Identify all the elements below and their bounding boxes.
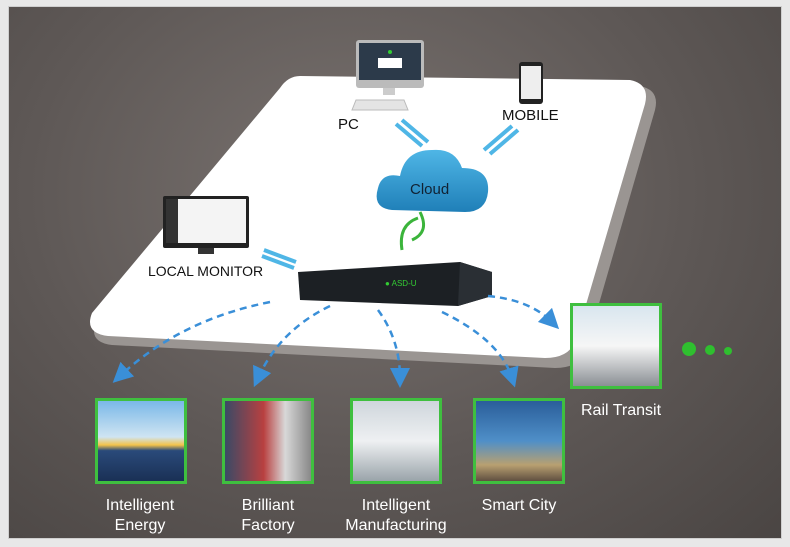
pc-icon — [351, 40, 424, 111]
tile-intelligent-manufacturing — [350, 398, 442, 484]
continuation-dots — [682, 342, 732, 356]
tile-rail-transit — [570, 303, 662, 389]
dashed-arrows — [112, 294, 560, 388]
cloud-icon — [376, 149, 489, 212]
local-monitor-label: LOCAL MONITOR — [148, 263, 264, 279]
mobile-icon — [519, 62, 543, 104]
controller-device-icon: ● ASD-U — [298, 262, 492, 306]
sync-icon — [399, 211, 426, 251]
tile-intelligent-energy — [95, 398, 187, 484]
pc-label: PC — [338, 116, 359, 133]
connection-arrows — [261, 118, 520, 270]
tile-smart-city — [473, 398, 565, 484]
local-monitor-icon — [163, 196, 249, 254]
tile-brilliant-factory — [222, 398, 314, 484]
mobile-label: MOBILE — [502, 107, 559, 124]
app-label-smart-city: Smart City — [481, 497, 557, 514]
cloud-label: Cloud — [410, 181, 450, 198]
rail-transit-label: Rail Transit — [580, 402, 662, 419]
platform — [90, 76, 646, 358]
svg-text:● ASD-U: ● ASD-U — [385, 279, 417, 288]
